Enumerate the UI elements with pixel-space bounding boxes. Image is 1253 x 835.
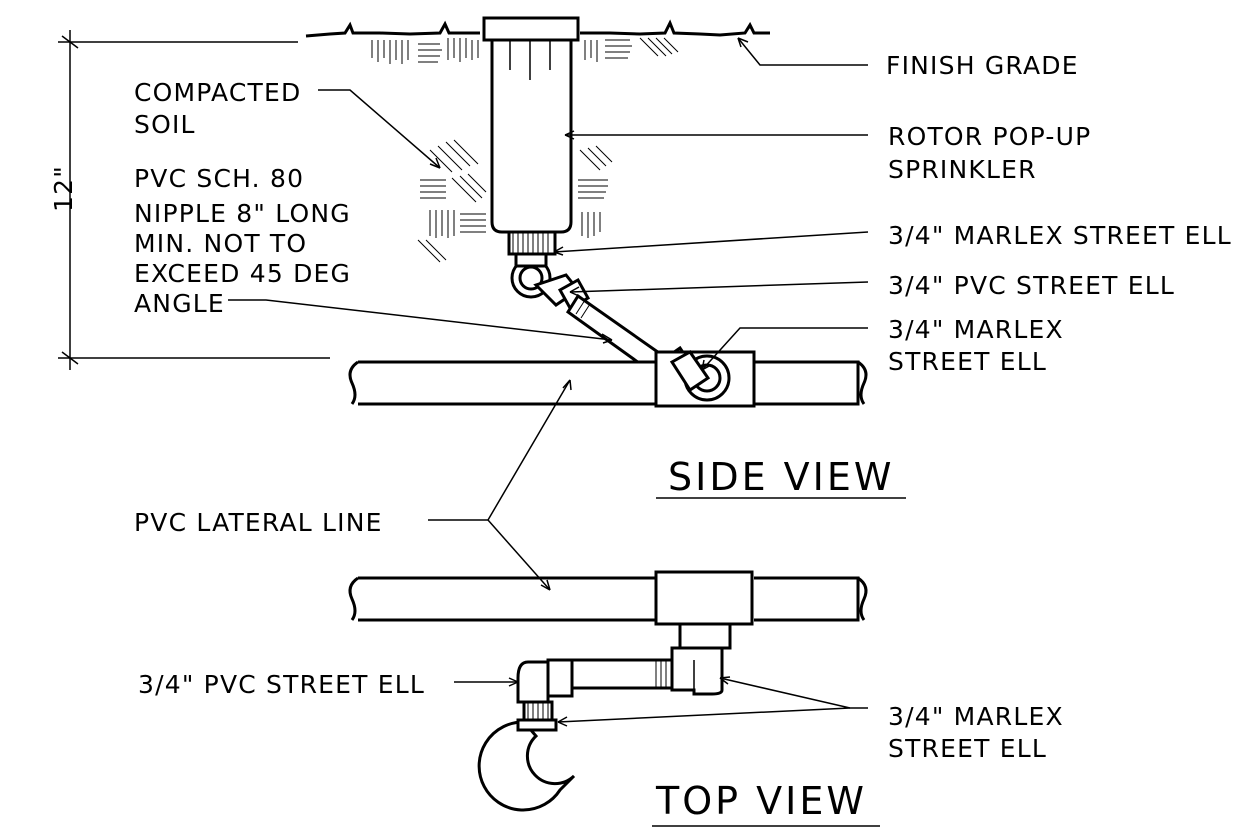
label-marlex-ell-2a: 3/4" MARLEX xyxy=(888,315,1064,344)
label-marlex-ell-top-1: 3/4" MARLEX xyxy=(888,702,1064,731)
dimension-12in: 12" xyxy=(49,30,330,370)
label-rotor-2: SPRINKLER xyxy=(888,155,1037,184)
top-view xyxy=(348,570,868,812)
finish-grade-line xyxy=(305,19,770,38)
label-rotor-1: ROTOR POP-UP xyxy=(888,122,1091,151)
sprinkler-cap xyxy=(482,16,580,42)
label-marlex-ell-top-2: STREET ELL xyxy=(888,734,1047,763)
label-compacted-soil-1: COMPACTED xyxy=(134,78,301,107)
top-nipple xyxy=(570,658,674,690)
compacted-soil-hatch-block xyxy=(417,139,613,263)
label-pvc-ell-top: 3/4" PVC STREET ELL xyxy=(138,670,425,699)
label-nipple-4: EXCEED 45 DEG xyxy=(134,259,351,288)
label-finish-grade: FINISH GRADE xyxy=(886,51,1079,80)
rotor-arc xyxy=(477,720,576,812)
label-nipple-2: NIPPLE 8" LONG xyxy=(134,199,351,228)
top-tee xyxy=(654,570,754,626)
marlex-ell-top-view xyxy=(670,646,724,696)
label-lateral-line: PVC LATERAL LINE xyxy=(134,508,383,537)
label-marlex-ell-2b: STREET ELL xyxy=(888,347,1047,376)
leader-lines xyxy=(228,37,869,727)
side-view xyxy=(305,16,868,408)
lateral-pipe-side xyxy=(358,360,658,406)
label-nipple-1: PVC SCH. 80 xyxy=(134,164,304,193)
lateral-pipe-top xyxy=(358,576,658,622)
label-nipple-5: ANGLE xyxy=(134,289,225,318)
pvc-street-ell-top xyxy=(516,660,550,704)
compacted-soil-hatch-top xyxy=(371,37,679,64)
title-top-view: TOP VIEW xyxy=(655,779,867,823)
sprinkler-body xyxy=(490,38,573,234)
label-pvc-ell-side: 3/4" PVC STREET ELL xyxy=(888,271,1175,300)
title-side-view: SIDE VIEW xyxy=(668,455,894,499)
label-nipple-3: MIN. NOT TO xyxy=(134,229,307,258)
dimension-label: 12" xyxy=(49,165,78,212)
label-compacted-soil-2: SOIL xyxy=(134,110,196,139)
label-marlex-ell-1: 3/4" MARLEX STREET ELL xyxy=(888,221,1232,250)
